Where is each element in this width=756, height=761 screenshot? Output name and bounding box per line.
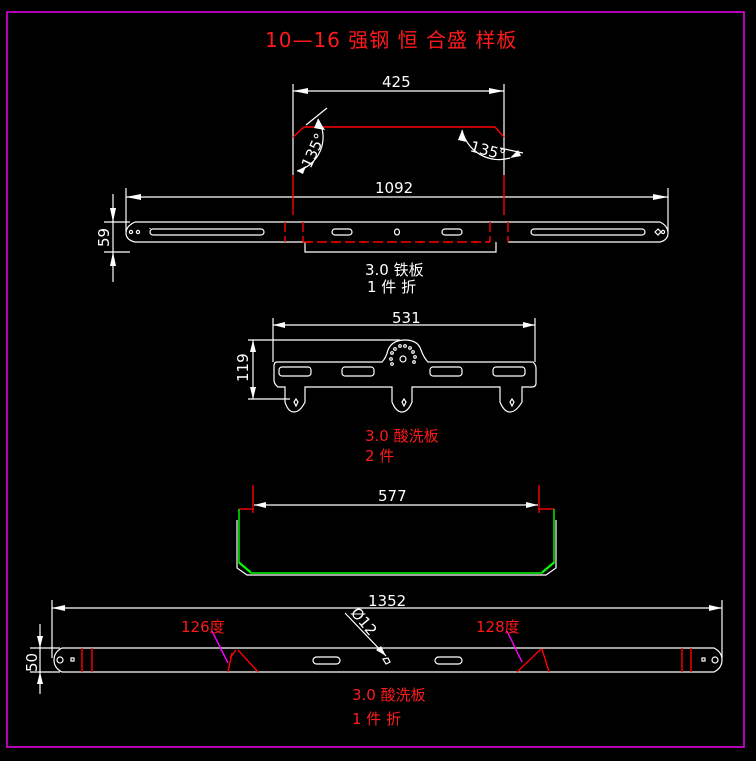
- part4-dim-height-label: 50: [23, 653, 41, 672]
- part2-dim-height-label: 119: [234, 353, 252, 382]
- part1-angle-left: 135°: [298, 130, 330, 170]
- drawing-title: 10—16 强钢 恒 合盛 样板: [265, 28, 517, 52]
- part1-group: 425 135° 135° 1092: [95, 73, 669, 296]
- part1-note-qty: 1 件 折: [367, 278, 416, 296]
- part4-flat-pattern: Ø12: [53, 604, 723, 673]
- part3-side-profile: [236, 509, 557, 576]
- part1-dim-length: 1092: [125, 179, 669, 232]
- part1-dim-top-label: 425: [382, 73, 411, 91]
- part2-outline: [273, 339, 537, 413]
- part4-note-material: 3.0 酸洗板: [352, 686, 426, 704]
- part4-note-qty: 1 件 折: [352, 710, 401, 728]
- part2-dim-height: 119: [234, 339, 400, 400]
- part2-dim-length-label: 531: [392, 309, 421, 327]
- part4-angle-left-label: 126度: [181, 618, 225, 636]
- part1-dim-height: 59: [95, 194, 130, 282]
- part2-dim-length: 531: [272, 309, 536, 362]
- part3-group: 577: [236, 485, 557, 576]
- part1-bend-profile: 135° 135°: [292, 107, 524, 174]
- part2-hole-pattern: [389, 344, 417, 366]
- part3-dim-length-label: 577: [378, 487, 407, 505]
- part2-group: 531 119 3.0 酸洗板: [234, 309, 537, 465]
- part1-dim-length-label: 1092: [375, 179, 413, 197]
- part4-group: 1352 50: [23, 592, 723, 728]
- part1-flat-pattern: [125, 175, 669, 253]
- part1-dim-height-label: 59: [95, 228, 113, 247]
- part4-dim-length-label: 1352: [368, 592, 406, 610]
- part1-angle-right: 135°: [468, 137, 508, 164]
- part1-dim-top: 425: [292, 73, 505, 175]
- part4-dim-length: 1352: [51, 592, 723, 658]
- part4-angle-right-label: 128度: [476, 618, 520, 636]
- part2-note-material: 3.0 酸洗板: [365, 427, 439, 445]
- part2-note-qty: 2 件: [365, 447, 394, 465]
- part3-dim-length: 577: [239, 485, 554, 513]
- part4-dim-height: 50: [23, 624, 60, 694]
- drawing-frame: [6, 11, 745, 748]
- part1-note-material: 3.0 铁板: [365, 261, 424, 279]
